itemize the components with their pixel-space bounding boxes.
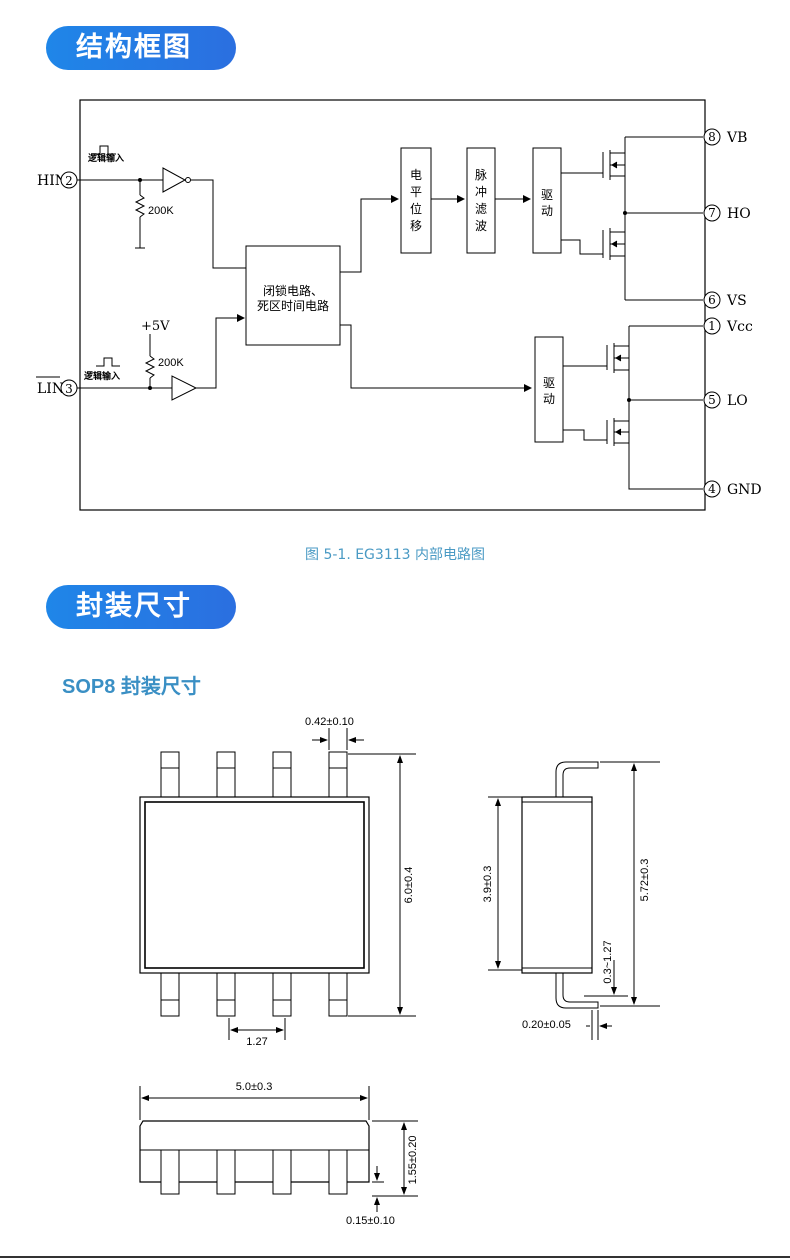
pin-HO-circle [703,204,721,222]
pf-chars-char: 波 [475,219,487,233]
ld-chars-char: 驱 [543,376,555,390]
side-view [521,761,599,1009]
high-side-driver-block [532,147,562,254]
front-lead [272,1149,292,1195]
top-lead [160,751,180,799]
bottom-rule [0,1256,790,1258]
supply-label: +5V [141,319,170,334]
low-side-driver-block [534,336,564,443]
high-side-mosfet-top [602,137,626,300]
dim-body-width: 3.9±0.3 [482,866,494,903]
high-side-mosfet-bottom [602,228,625,260]
top-lead [328,751,348,799]
block-diagram: HIN 2 逻辑输入 200K LIN 3 逻辑输入 +5V 200K 闭锁电路… [36,99,762,511]
level-shift-block [400,147,432,254]
section-title-package: 封装尺寸 [46,585,236,629]
dim-standoff: 0.15±0.10 [346,1215,395,1227]
dim-lead-width: 0.42±0.10 [305,716,354,728]
pf-chars-char: 滤 [475,202,487,216]
section-title-block-diagram: 结构框图 [46,26,236,70]
pin-Vcc-label: Vcc [726,319,753,335]
bottom-lead [328,971,348,1017]
figure-caption: 图 5-1. EG3113 内部电路图 [305,547,485,563]
hd-chars-char: 动 [541,204,553,218]
pin-GND-label: GND [727,482,762,498]
dim-body-length: 5.0±0.3 [236,1081,273,1093]
pulse-filter-block [466,147,496,254]
dim-total-width: 6.0±0.4 [403,867,415,904]
pin-GND-circle [703,480,721,498]
lin-buffer [171,375,198,401]
top-lead [272,751,292,799]
top-view [139,751,370,1017]
pin-VB-label: VB [726,130,747,146]
dim-body-height: 1.55±0.20 [407,1136,419,1185]
pf-chars-char: 脉 [475,167,487,182]
hin-inverter [162,167,187,193]
ls-chars-char: 平 [410,185,422,199]
bottom-lead [216,971,236,1017]
ld-chars-char: 动 [543,392,555,406]
package-subtitle: SOP8 封装尺寸 [62,676,201,698]
lin-pin-number: 3 [65,382,73,396]
top-lead [216,751,236,799]
dim-pitch: 1.27 [246,1036,267,1048]
pin-VS-circle [703,291,721,309]
front-view [139,1120,370,1195]
hin-resistor-value: 200K [148,205,174,217]
dim-height-total: 5.72±0.3 [639,859,651,902]
hin-logic-input-label: 逻辑输入 [87,152,124,164]
hin-label: HIN [37,173,67,189]
pin-LO-label: LO [727,393,748,409]
pin-Vcc-circle [703,317,721,335]
pin-HO-label: HO [727,206,751,222]
interlock-deadtime-block [245,245,341,346]
dim-lead-thickness: 0.20±0.05 [522,1019,571,1031]
diagram-frame [79,99,706,511]
front-lead [328,1149,348,1195]
pin-Vcc-number: 1 [708,319,716,333]
package-drawing: 0.42±0.10 6.0±0.4 1.27 3.9±0.3 5.72±0.3 … [139,716,660,1227]
pin-VS-label: VS [726,293,747,309]
high-side-driver-label: 驱动 [541,188,553,218]
lin-resistor-value: 200K [158,357,184,369]
ls-chars-char: 电 [410,168,422,182]
lin-logic-input-label: 逻辑输入 [83,370,120,382]
front-lead [216,1149,236,1195]
bottom-lead [272,971,292,1017]
low-side-mosfet-bottom [606,418,629,446]
pin-VB-circle [703,128,721,146]
pin-VB-number: 8 [708,130,716,144]
pin-GND-number: 4 [708,482,716,496]
ls-chars-char: 位 [410,201,422,216]
interlock-label-line2: 死区时间电路 [257,298,329,313]
lin-resistor [144,355,156,379]
ls-chars-char: 移 [410,219,422,233]
low-side-driver-label: 驱动 [543,376,555,406]
pf-chars-char: 冲 [475,184,487,199]
hin-resistor [134,194,146,218]
front-lead [160,1149,180,1195]
pin-LO-circle [703,391,721,409]
low-side-mosfet-top [606,343,629,373]
bottom-lead [160,971,180,1017]
lin-label: LIN [37,381,64,397]
interlock-label-line1: 闭锁电路、 [263,283,323,298]
hin-pin-number: 2 [65,174,73,188]
pin-LO-number: 5 [708,393,716,407]
dim-foot-length: 0.3~1.27 [602,940,614,983]
pin-HO-number: 7 [708,206,716,220]
pin-VS-number: 6 [708,293,716,307]
right-pin-list: 8 VB 7 HO 6 VS 1 Vcc 5 LO 4 GND [703,128,762,498]
hd-chars-char: 驱 [541,188,553,202]
